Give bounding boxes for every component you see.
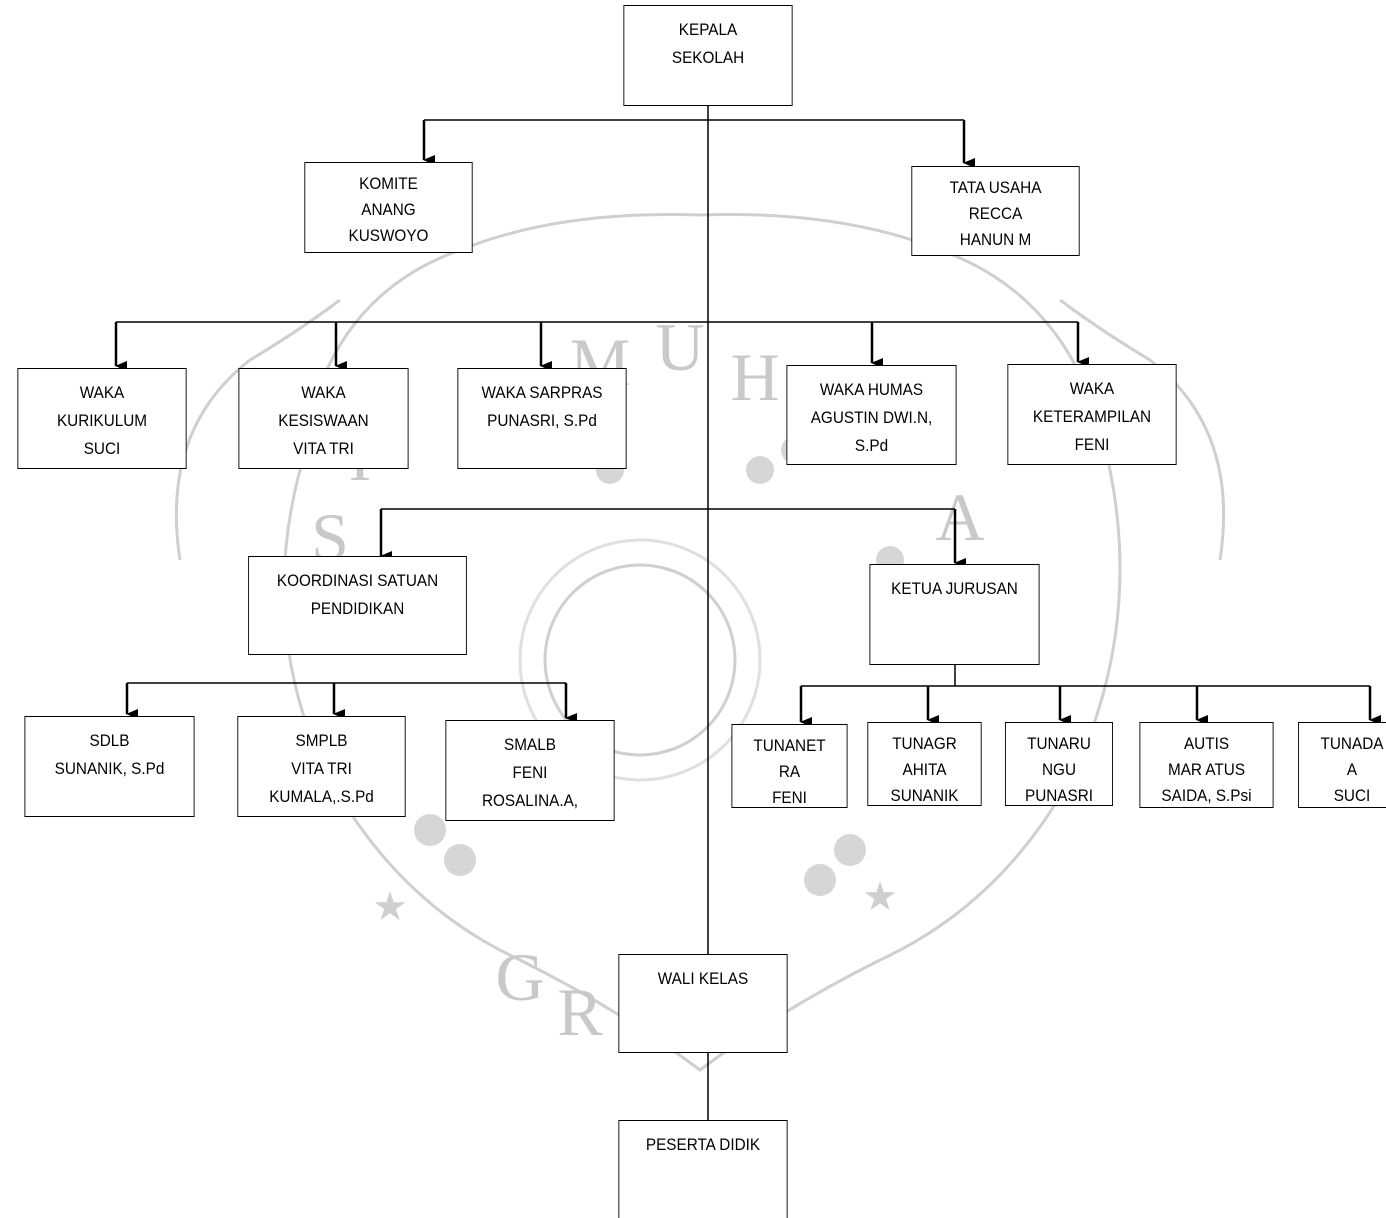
svg-text:★: ★ [862,875,898,919]
box-line: ROSALINA.A, [481,791,579,810]
svg-text:★: ★ [372,885,408,929]
box-line: AUTIS [1183,734,1230,753]
smalb-box: SMALB FENI ROSALINA.A, [445,720,615,821]
box-line: WAKA [1069,379,1115,398]
box-line: NGU [1041,760,1077,779]
watermark-letter-a: A [935,479,984,555]
waka-humas-box: WAKA HUMAS AGUSTIN DWI.N, S.Pd [786,365,957,465]
box-line: PESERTA DIDIK [645,1135,761,1154]
box-line: WAKA [301,383,346,402]
box-line: WAKA SARPRAS [481,383,603,402]
tunagrahita-box: TUNAGR AHITA SUNANIK [867,722,982,806]
box-line: RECCA [968,204,1023,223]
box-line: A [1346,760,1358,779]
box-line: FENI [772,788,807,807]
waka-kurikulum-box: WAKA KURIKULUM SUCI [17,368,187,469]
box-line: SUNANIK, S.Pd [54,759,165,778]
komite-box: KOMITE ANANG KUSWOYO [304,162,473,253]
box-line: SMALB [504,735,556,754]
box-line: FENI [512,763,548,782]
watermark-letter-h: H [730,339,779,415]
box-line: ANANG [361,200,416,219]
box-line: VITA TRI [293,439,354,458]
ketua-jurusan-box: KETUA JURUSAN [869,564,1040,665]
box-line: AHITA [902,760,947,779]
box-line: SMPLB [295,731,348,750]
box-line: TUNARU [1027,734,1091,753]
box-line: AGUSTIN DWI.N, [810,408,933,427]
box-line: RA [778,762,801,781]
wali-kelas-box: WALI KELAS [618,954,788,1053]
autis-box: AUTIS MAR ATUS SAIDA, S.Psi [1139,722,1274,808]
waka-keterampilan-box: WAKA KETERAMPILAN FENI [1007,364,1177,465]
box-line: KESISWAAN [278,411,369,430]
box-line: HANUN M [959,230,1032,249]
box-line: WAKA [79,383,125,402]
box-line: SUCI [83,439,121,458]
box-line: KETUA JURUSAN [891,579,1018,598]
box-line: KETERAMPILAN [1032,407,1152,426]
koordinasi-satuan-pendidikan-box: KOORDINASI SATUAN PENDIDIKAN [248,556,467,655]
box-line: TATA USAHA [949,178,1042,197]
box-line: MAR ATUS [1167,760,1246,779]
watermark-letter-r: R [557,974,603,1050]
box-line: TUNANET [753,736,826,755]
tunadaksa-box: TUNADA A SUCI [1298,722,1386,808]
box-line: SAIDA, S.Psi [1161,786,1252,805]
box-line: FENI [1074,435,1110,454]
box-line: SDLB [89,731,130,750]
box-line: PENDIDIKAN [310,599,405,618]
box-line: WALI KELAS [657,969,749,988]
box-line: TUNAGR [892,734,957,753]
box-line: S.Pd [854,436,889,455]
box-line: KOORDINASI SATUAN [276,571,439,590]
smplb-box: SMPLB VITA TRI KUMALA,.S.Pd [237,716,406,817]
box-line: WAKA HUMAS [819,380,924,399]
waka-kesiswaan-box: WAKA KESISWAAN VITA TRI [238,368,409,469]
box-line: KURIKULUM [56,411,148,430]
box-line: TUNADA [1320,734,1384,753]
box-line: PUNASRI [1024,786,1094,805]
tunanetra-box: TUNANET RA FENI [731,724,848,808]
box-line: SEKOLAH [671,48,745,67]
tunarungu-box: TUNARU NGU PUNASRI [1005,722,1113,806]
box-line: SUCI [1333,786,1371,805]
box-line: KEPALA [678,20,738,39]
peserta-didik-box: PESERTA DIDIK [618,1120,788,1218]
box-line: KUSWOYO [348,226,429,245]
sdlb-box: SDLB SUNANIK, S.Pd [24,716,195,817]
box-line: KOMITE [359,174,418,193]
box-line: PUNASRI, S.Pd [487,411,597,430]
tata-usaha-box: TATA USAHA RECCA HANUN M [911,166,1080,256]
kepala-sekolah-box: KEPALA SEKOLAH [623,5,793,106]
watermark-letter-g: G [495,939,544,1015]
waka-sarpras-box: WAKA SARPRAS PUNASRI, S.Pd [457,368,627,469]
box-line: KUMALA,.S.Pd [269,787,374,806]
box-line: VITA TRI [291,759,352,778]
box-line: SUNANIK [890,786,959,805]
